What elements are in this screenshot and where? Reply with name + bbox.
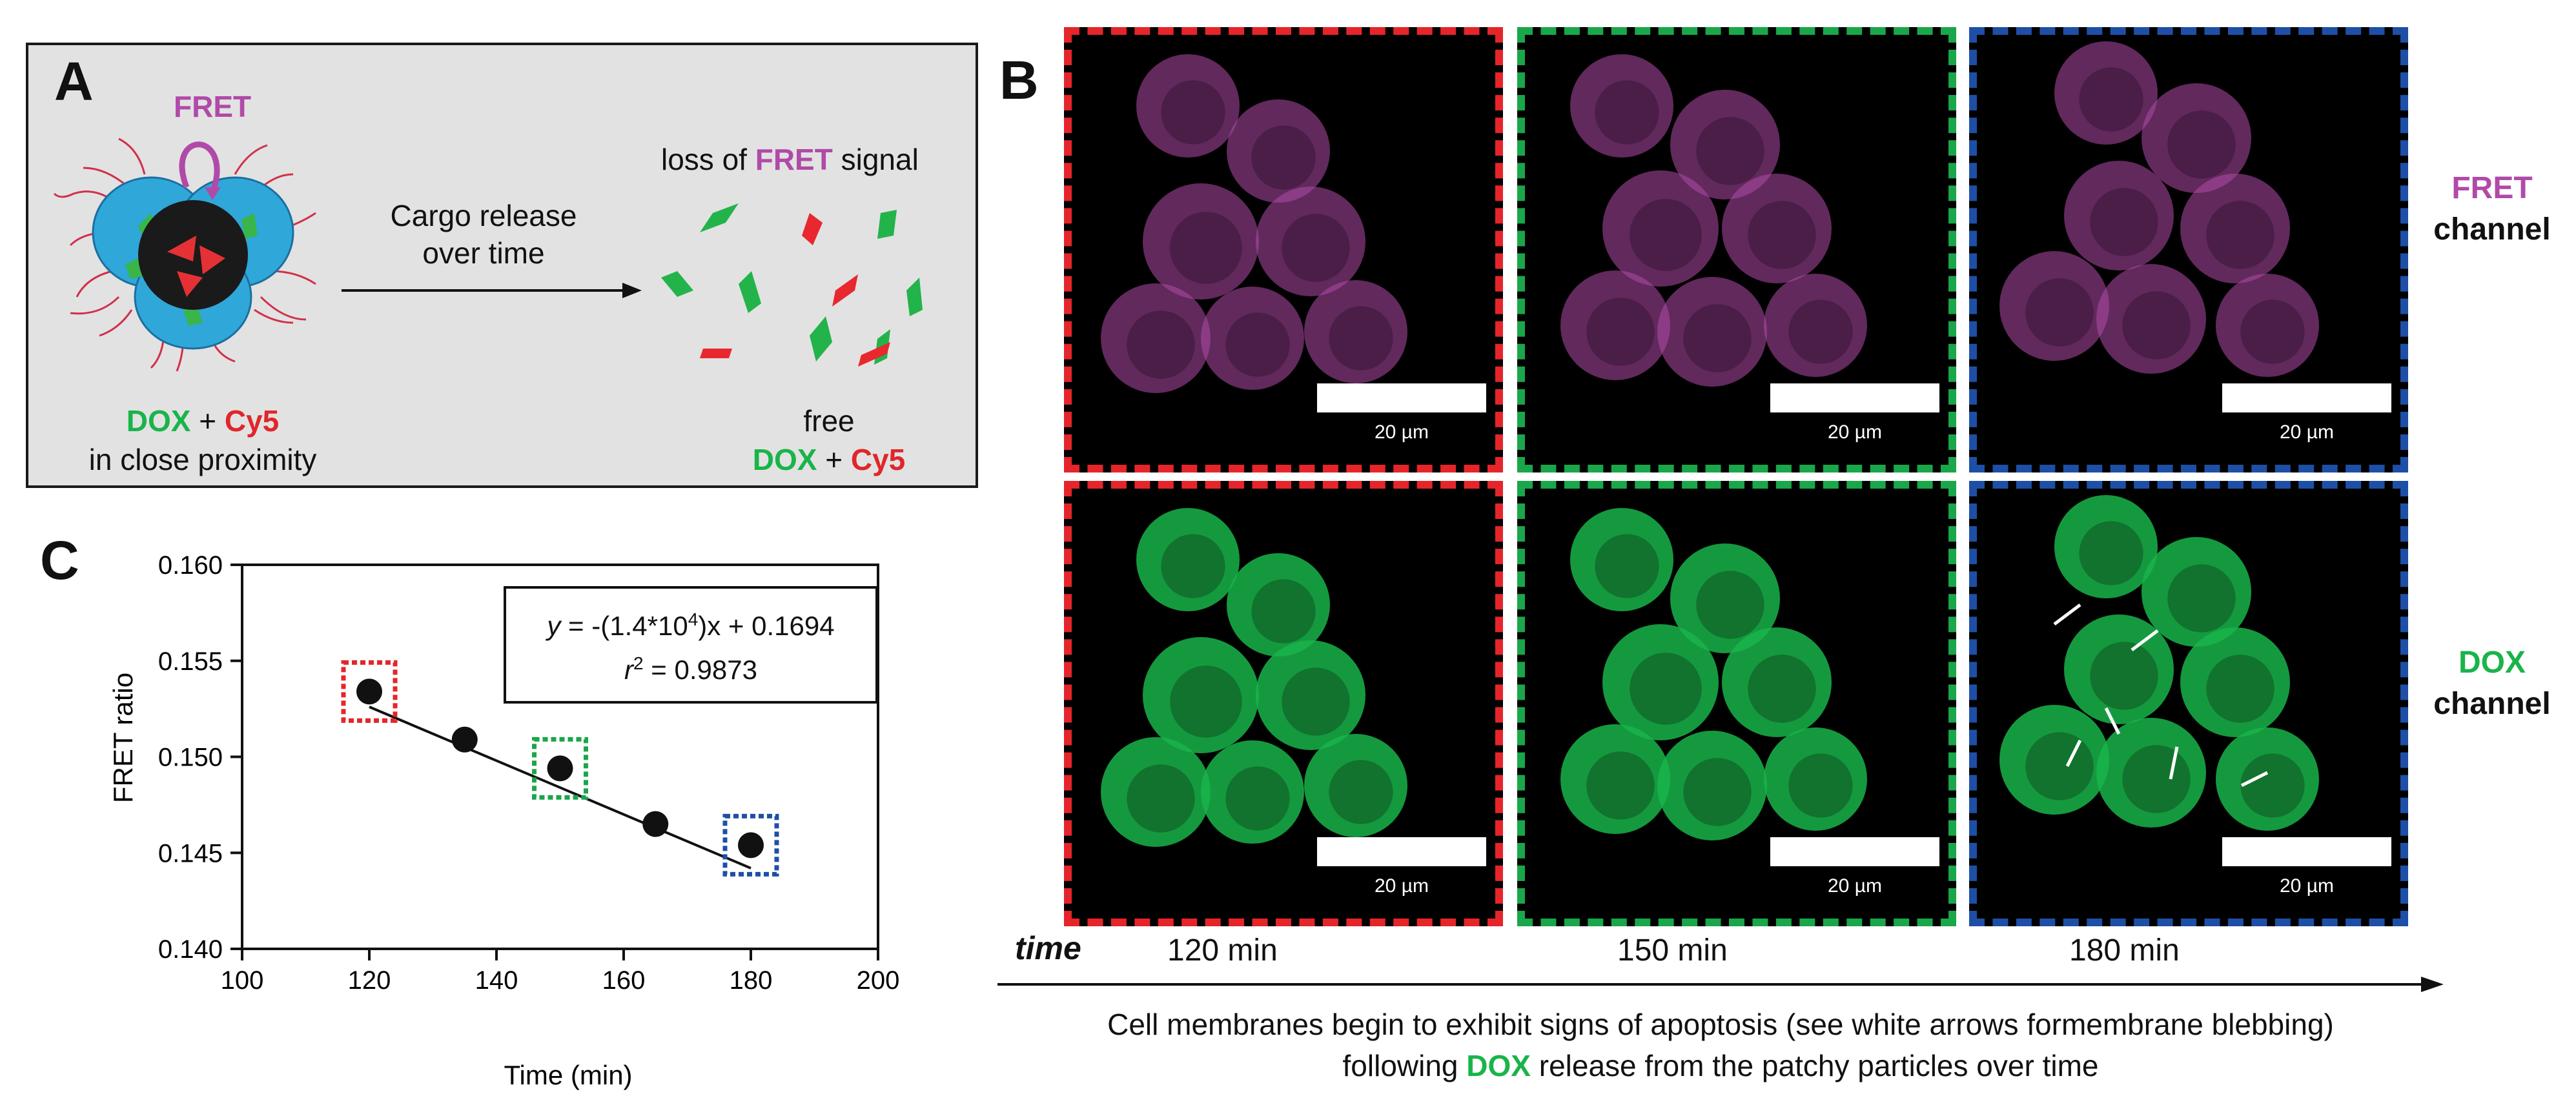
- data-points: [356, 678, 764, 858]
- release-arrow-icon: [342, 283, 642, 298]
- blebbing-arrow-icon: [2131, 629, 2159, 651]
- dox-image-180: 20 µm: [1969, 481, 2408, 926]
- scale-bar-label: 20 µm: [1828, 875, 1882, 897]
- y-tick-label: 0.145: [158, 839, 223, 868]
- time-label: time: [1015, 930, 1081, 966]
- blebbing-arrow-icon: [2240, 771, 2269, 787]
- panel-a-schematic: A FRET DOX + Cy5 in close proximity: [26, 43, 978, 488]
- fret-arrow-icon: [179, 141, 220, 195]
- blebbing-arrow-icon: [2053, 604, 2081, 625]
- time-arrow-icon: [997, 977, 2444, 992]
- time-150: 150 min: [1617, 933, 1728, 968]
- panel-c-letter: C: [40, 530, 79, 591]
- chart-ticks: 100 120 140 160 180 200 0.140 0.145 0.150 0.155 0.…: [158, 551, 899, 995]
- data-point: [738, 832, 764, 858]
- data-point: [451, 726, 478, 753]
- blebbing-arrow-icon: [2169, 746, 2179, 780]
- scale-bar: [1770, 837, 1939, 866]
- data-point: [642, 811, 669, 837]
- x-tick-label: 200: [857, 966, 900, 995]
- fret-ratio-chart: 100 120 140 160 180 200 0.140 0.145 0.150 0.155 0.…: [108, 551, 899, 1090]
- time-120: 120 min: [1167, 933, 1278, 968]
- dox-image-120: 20 µm: [1064, 481, 1503, 926]
- scale-bar: [2222, 383, 2391, 412]
- free-cargo-label: DOX + Cy5: [752, 443, 906, 476]
- x-axis-label: Time (min): [504, 1060, 632, 1090]
- x-tick-label: 100: [221, 966, 264, 995]
- scale-bar-label: 20 µm: [1375, 875, 1429, 897]
- cy5-label: Cy5: [224, 404, 280, 438]
- fret-image-120: 20 µm: [1064, 27, 1503, 472]
- panel-a-letter: A: [54, 51, 94, 112]
- scale-bar: [1317, 383, 1486, 412]
- scale-bar-label: 20 µm: [2280, 875, 2334, 897]
- y-tick-label: 0.140: [158, 935, 223, 964]
- regression-line: [369, 706, 751, 869]
- scale-bar-label: 20 µm: [1828, 421, 1882, 443]
- figure-caption: Cell membranes begin to exhibit signs of…: [1107, 1008, 2334, 1082]
- nanoparticle-illustration: [53, 137, 316, 372]
- y-tick-label: 0.160: [158, 551, 223, 580]
- equation-box: y = -(1.4*104)x + 0.1694 r2 = 0.9873: [504, 586, 878, 704]
- blebbing-arrow-icon: [2065, 739, 2082, 767]
- x-tick-label: 140: [475, 966, 518, 995]
- fret-channel-label: FRET channel: [2433, 171, 2551, 247]
- y-axis-label: FRET ratio: [108, 673, 138, 803]
- x-tick-label: 120: [348, 966, 391, 995]
- cy5-cargo-icon: [167, 236, 196, 261]
- free-cargo-illustration: [661, 203, 923, 367]
- scale-bar: [2222, 837, 2391, 866]
- x-tick-label: 160: [602, 966, 646, 995]
- x-tick-label: 180: [730, 966, 773, 995]
- dox-channel-label: DOX channel: [2433, 645, 2551, 721]
- data-point: [356, 678, 382, 705]
- free-label: free: [803, 404, 855, 438]
- highlight-box: [722, 813, 779, 877]
- proximity-label: in close proximity: [88, 443, 317, 476]
- loss-of-fret-label: loss of FRET signal: [661, 143, 919, 176]
- fit-line: [369, 706, 751, 869]
- highlight-box: [341, 660, 398, 723]
- highlight-boxes: [341, 660, 779, 877]
- fret-label: FRET: [174, 90, 252, 123]
- scale-bar: [1317, 837, 1486, 866]
- scale-bar: [1770, 383, 1939, 412]
- data-point: [547, 755, 573, 782]
- time-180: 180 min: [2069, 933, 2180, 968]
- y-tick-label: 0.150: [158, 744, 223, 772]
- scale-bar-label: 20 µm: [1375, 421, 1429, 443]
- dox-label: DOX: [126, 404, 191, 438]
- scale-bar-label: 20 µm: [2280, 421, 2334, 443]
- cargo-release-label: Cargo release over time: [390, 199, 577, 270]
- highlight-box: [532, 736, 588, 800]
- panel-b-letter: B: [999, 50, 1039, 110]
- dox-image-150: 20 µm: [1517, 481, 1956, 926]
- y-tick-label: 0.155: [158, 647, 223, 676]
- fret-image-180: 20 µm: [1969, 27, 2408, 472]
- blebbing-arrow-icon: [2104, 707, 2121, 735]
- left-label: DOX + Cy5: [126, 404, 280, 438]
- fret-image-150: 20 µm: [1517, 27, 1956, 472]
